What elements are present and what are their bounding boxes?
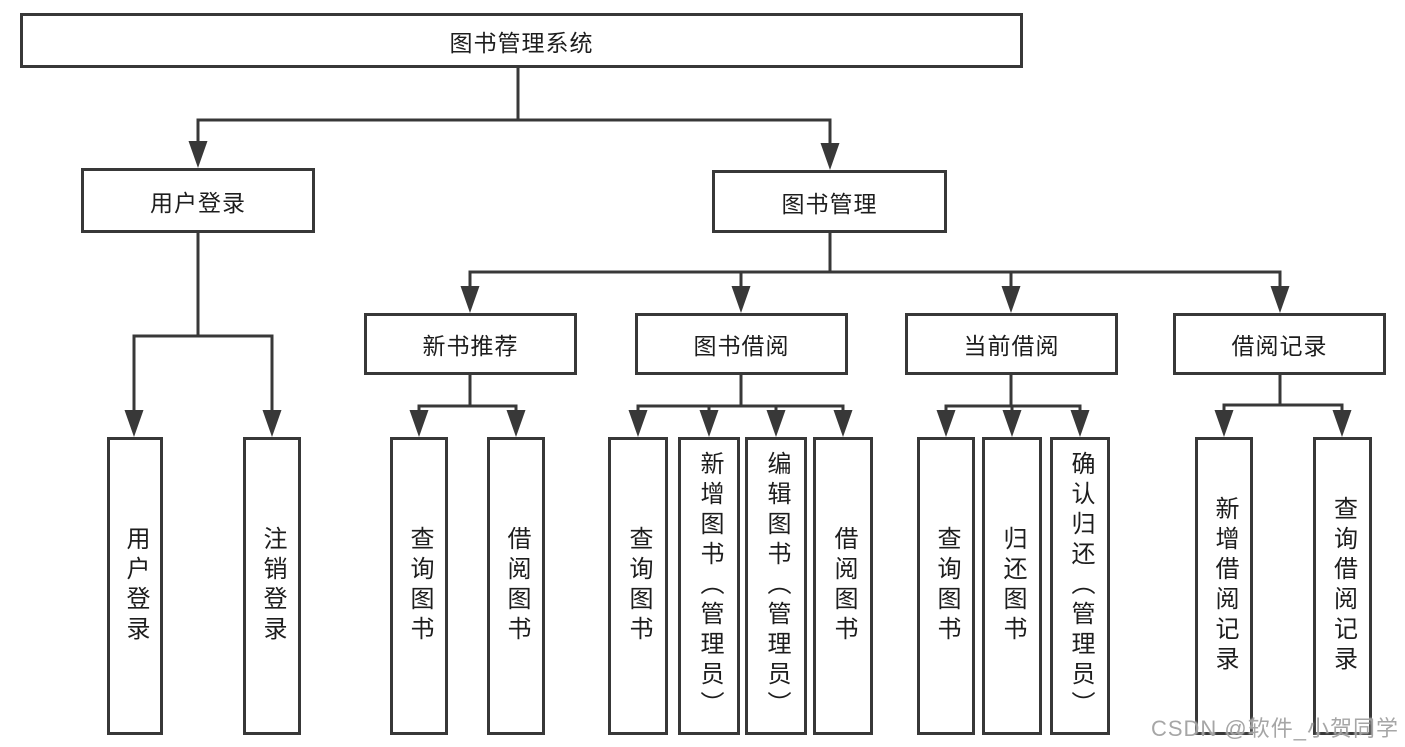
leaf-label: 新增借阅记录 xyxy=(1211,496,1238,676)
leaf-label: 借阅图书 xyxy=(830,526,857,646)
node-book-borrowing: 图书借阅 xyxy=(635,313,848,375)
leaf-label: 编辑图书（管理员） xyxy=(763,451,790,721)
csdn-watermark: CSDN @软件_小贺同学 xyxy=(1150,716,1399,741)
node-leaf-borrow-books-1: 借阅图书 xyxy=(487,437,545,735)
node-book-management-branch: 图书管理 xyxy=(712,170,947,233)
leaf-label: 归还图书 xyxy=(999,526,1026,646)
leaf-label: 确认归还（管理员） xyxy=(1067,451,1094,721)
node-leaf-user-login: 用户登录 xyxy=(107,437,163,735)
leaf-label: 新增图书（管理员） xyxy=(696,451,723,721)
leaf-label: 借阅图书 xyxy=(503,526,530,646)
node-current-borrowing: 当前借阅 xyxy=(905,313,1118,375)
node-leaf-query-borrow-record: 查询借阅记录 xyxy=(1313,437,1372,735)
node-leaf-return-books: 归还图书 xyxy=(982,437,1042,735)
node-root: 图书管理系统 xyxy=(20,13,1023,68)
node-new-book-recommend: 新书推荐 xyxy=(364,313,577,375)
leaf-label: 查询图书 xyxy=(625,526,652,646)
leaf-label: 注销登录 xyxy=(259,526,286,646)
node-leaf-logout: 注销登录 xyxy=(243,437,301,735)
leaf-label: 查询图书 xyxy=(933,526,960,646)
leaf-label: 查询借阅记录 xyxy=(1329,496,1357,676)
node-leaf-query-books-1: 查询图书 xyxy=(390,437,448,735)
node-user-login-branch: 用户登录 xyxy=(81,168,315,233)
leaf-label: 用户登录 xyxy=(122,526,149,646)
node-borrowing-records: 借阅记录 xyxy=(1173,313,1386,375)
node-leaf-query-books-2: 查询图书 xyxy=(608,437,668,735)
node-leaf-add-borrow-record: 新增借阅记录 xyxy=(1195,437,1253,735)
leaf-label: 查询图书 xyxy=(406,526,433,646)
node-leaf-edit-book-admin: 编辑图书（管理员） xyxy=(745,437,807,735)
arrowheads xyxy=(124,141,1352,437)
node-leaf-query-books-3: 查询图书 xyxy=(917,437,975,735)
node-leaf-confirm-return-admin: 确认归还（管理员） xyxy=(1050,437,1110,735)
node-leaf-add-book-admin: 新增图书（管理员） xyxy=(678,437,740,735)
node-leaf-borrow-books-2: 借阅图书 xyxy=(813,437,873,735)
